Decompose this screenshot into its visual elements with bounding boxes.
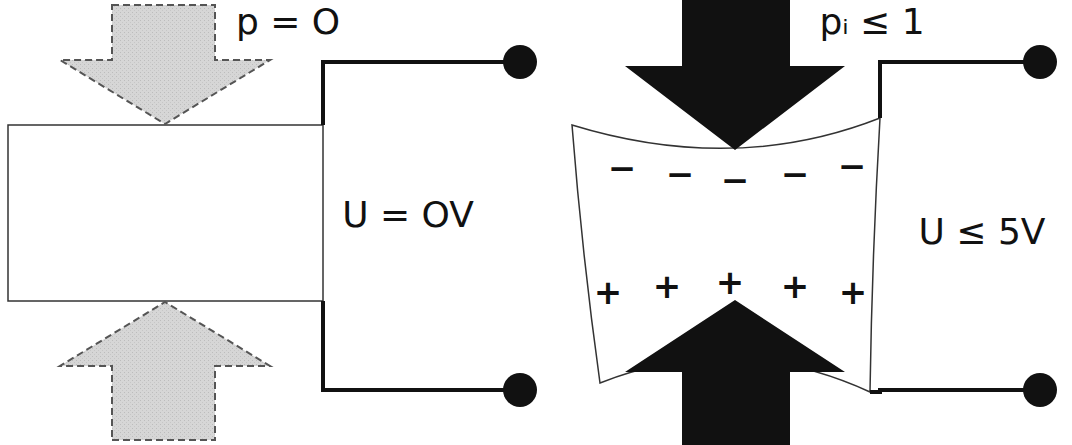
charge-sign: + [653,269,682,303]
charge-sign: + [716,265,745,299]
charge-sign: + [839,275,868,309]
charge-sign: − [781,157,810,191]
crystal-block [8,125,323,301]
wire [870,390,1025,392]
voltage-label: U = OV [342,197,474,233]
terminal [503,45,537,79]
pressure-arrow [625,0,845,150]
pressure-label: pᵢ ≤ 1 [819,4,924,40]
wire [323,62,505,125]
wire [880,62,1025,118]
pressure-arrow [60,302,270,440]
charge-sign: + [781,269,810,303]
charge-sign: − [838,149,867,183]
voltage-label: U ≤ 5V [919,214,1046,250]
pressure-arrow [625,300,845,445]
wire [323,301,505,390]
charge-sign: + [594,275,623,309]
terminal [1023,45,1057,79]
terminal [503,373,537,407]
charge-sign: − [666,157,695,191]
charge-sign: − [721,163,750,197]
pressure-label: p = O [236,4,340,40]
charge-sign: − [608,151,637,185]
terminal [1023,373,1057,407]
